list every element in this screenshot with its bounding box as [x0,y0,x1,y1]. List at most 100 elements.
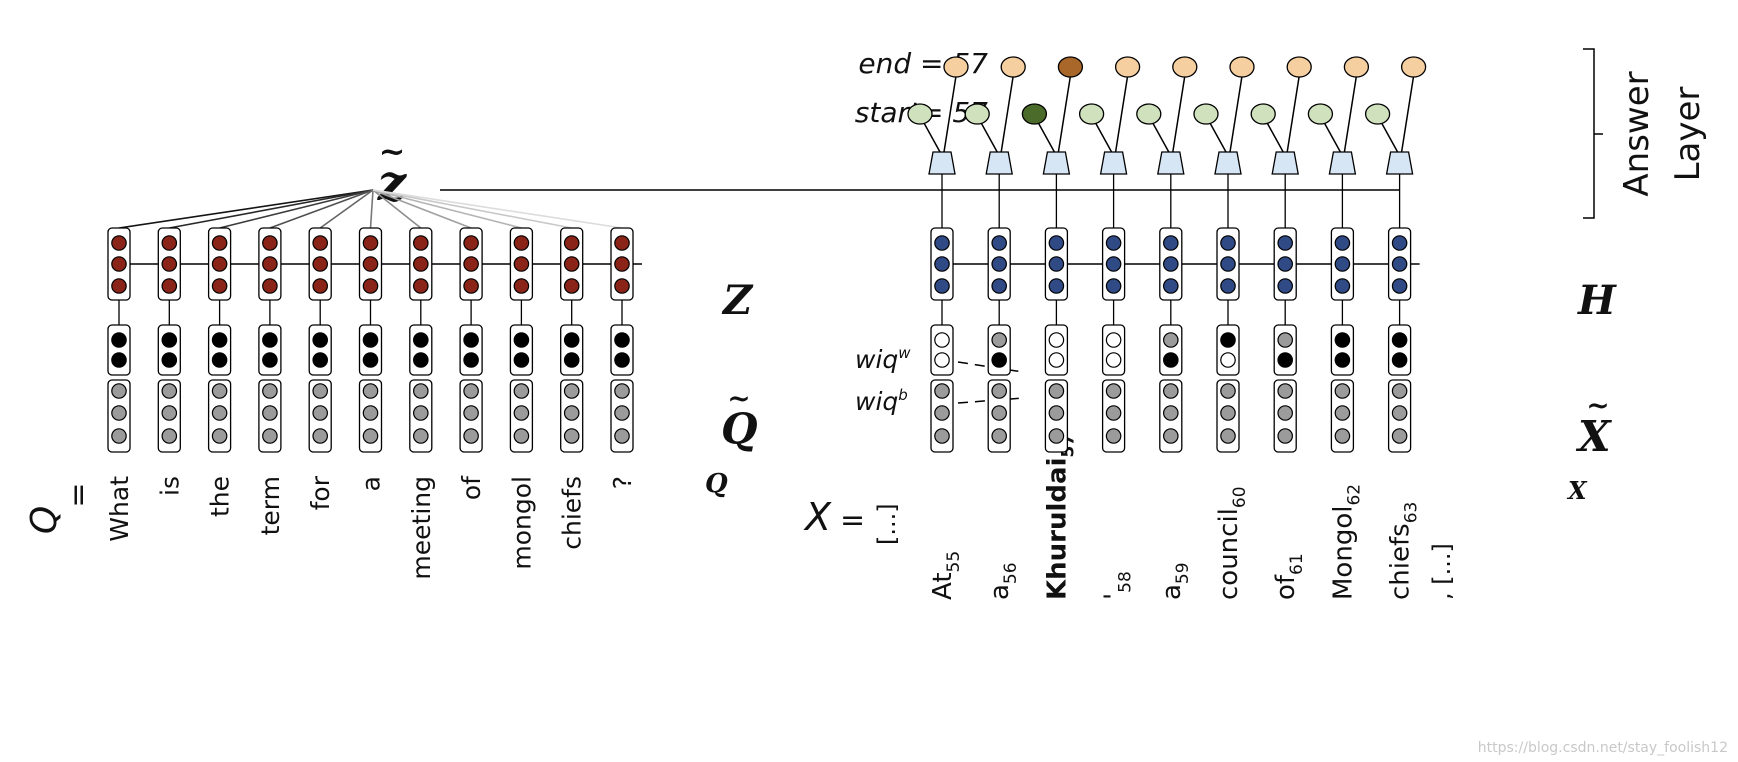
attention-line [372,189,472,229]
hidden-unit [362,256,379,272]
end-node [943,56,969,78]
wiq-unit [513,332,530,348]
attention-line [169,189,374,229]
embedding-unit [1391,428,1408,444]
wiq-unit [1105,352,1122,368]
hidden-unit [934,278,950,294]
embedding-unit [312,383,328,399]
wiq-unit [1048,332,1065,348]
context-eq: = [840,503,865,538]
context-token: council60 [1214,486,1250,600]
end-node [1343,56,1370,78]
wiq-unit [513,352,530,368]
context-prefix: X [803,495,832,539]
hidden-unit [412,235,429,251]
output-projection [1042,151,1071,175]
start-node [1078,103,1105,125]
Q-tilde-accent: ~ [727,382,750,415]
hidden-unit [513,235,530,251]
attention-line [269,189,374,229]
hidden-unit [563,235,580,251]
embedding-unit [563,383,580,399]
embedding-unit [312,405,328,421]
embedding-unit [1277,405,1293,421]
wiq-unit [1391,332,1408,348]
hidden-unit [1334,235,1351,251]
Q-small-label: Q [705,469,728,499]
X-tilde-accent: ~ [1586,389,1609,422]
embedding-unit [362,428,379,444]
embedding-unit [1163,383,1179,399]
output-projection [1385,151,1414,175]
context-token: a56 [985,562,1021,600]
attention-line [372,189,522,229]
question-token: mongol [507,476,536,570]
attention-line [118,189,374,229]
embedding-unit [1163,428,1179,444]
embedding-unit [362,405,379,421]
embedding-unit [111,383,127,399]
context-column [930,227,954,453]
embedding-unit [513,405,530,421]
embedding-unit [463,405,479,421]
start-node [907,103,933,125]
hidden-unit [1220,235,1236,251]
end-node [1286,56,1312,78]
embedding-unit [262,405,278,421]
hidden-unit [1220,256,1236,272]
embedding-unit [111,405,127,421]
output-projection [1271,151,1299,175]
embedding-unit [934,405,950,421]
embedding-unit [1105,383,1122,399]
hidden-unit [362,278,379,294]
Q-tilde-label: Q [721,404,758,453]
question-column [610,227,634,453]
wiq-unit [362,352,379,368]
output-projection [1328,151,1357,175]
hidden-unit [211,256,228,272]
wiq-unit [211,332,228,348]
context-token: Mongol62 [1328,484,1364,600]
output-projection [1214,151,1242,175]
hidden-unit [1105,278,1122,294]
attention-line [319,189,374,229]
watermark: https://blog.csdn.net/stay_foolish12 [1478,740,1728,756]
embedding-unit [111,428,127,444]
embedding-unit [614,428,630,444]
hidden-unit [211,278,228,294]
question-token: meeting [407,476,436,580]
embedding-unit [312,428,328,444]
embedding-unit [1048,383,1065,399]
embedding-unit [1220,428,1236,444]
embedding-unit [991,428,1007,444]
wiq-unit [1048,352,1065,368]
embedding-unit [1048,405,1065,421]
embedding-unit [513,428,530,444]
attention-line [372,189,623,229]
hidden-unit [614,235,630,251]
embedding-unit [463,428,479,444]
hidden-unit [563,256,580,272]
end-node [1172,56,1198,78]
start-node [964,103,990,125]
embedding-unit [934,428,950,444]
hidden-unit [262,256,278,272]
attention-line [369,189,374,229]
embedding-unit [563,405,580,421]
start-node [1136,103,1162,125]
hidden-unit [412,256,429,272]
wiq-unit [991,352,1007,368]
embedding-unit [1277,383,1293,399]
embedding-unit [991,405,1007,421]
end-node [1400,56,1427,78]
hidden-unit [1048,235,1065,251]
embedding-unit [211,428,228,444]
wiq-unit [1220,352,1236,368]
question-token: chiefs [558,476,587,550]
hidden-unit [1277,256,1293,272]
question-token: a [357,476,386,491]
question-column [409,227,433,453]
context-column [1101,227,1126,453]
hidden-unit [1277,278,1293,294]
